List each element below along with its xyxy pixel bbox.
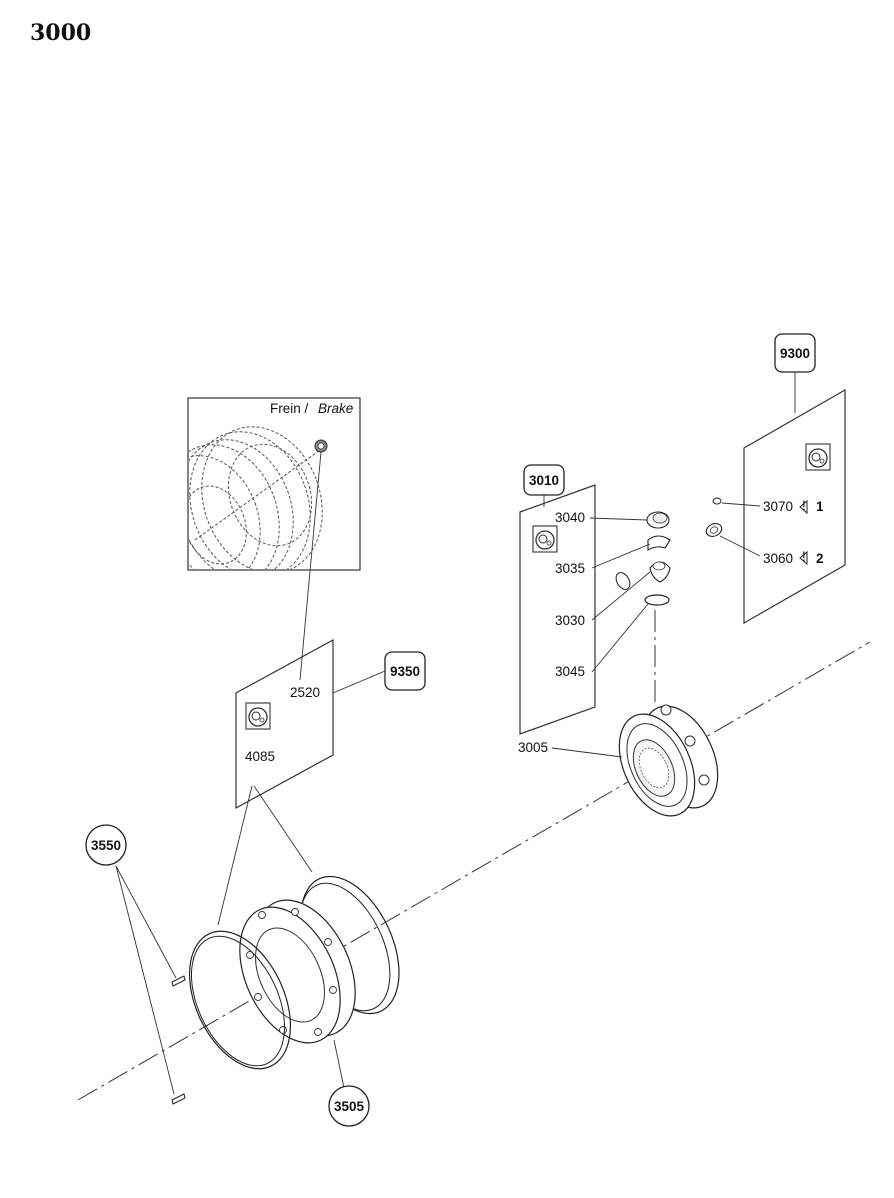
kit-panel-9350 xyxy=(235,638,334,810)
qty-label-3060: 2 xyxy=(816,551,824,566)
part-label-3070: 3070 xyxy=(763,499,793,514)
callout-circle-3505 xyxy=(328,1085,370,1127)
kit-icon xyxy=(245,702,271,730)
screw-graphic xyxy=(171,975,186,1105)
inset-label-frein: Frein / xyxy=(270,401,309,416)
callout-circle-3550 xyxy=(85,824,127,866)
part-label-4085: 4085 xyxy=(245,749,275,764)
part-3505-graphic xyxy=(239,875,400,1044)
svg-text:!: ! xyxy=(802,498,806,513)
part-3045-graphic xyxy=(644,594,670,606)
brake-inset: Frein / Brake xyxy=(187,397,361,571)
part-3005-graphic xyxy=(618,704,719,817)
diamond-quantity-icon: ! xyxy=(799,498,808,515)
callout-box-9350 xyxy=(384,651,426,691)
part-3060-graphic xyxy=(705,523,723,537)
callout-label-3550: 3550 xyxy=(91,838,121,853)
diamond-quantity-icon: ! xyxy=(799,549,808,566)
callout-label-9350: 9350 xyxy=(390,664,420,679)
part-label-3005: 3005 xyxy=(518,740,548,755)
inset-label-brake: Brake xyxy=(318,401,353,416)
part-label-3035: 3035 xyxy=(555,561,585,576)
centerline-axis xyxy=(77,641,871,1101)
part-label-3030: 3030 xyxy=(555,613,585,628)
page-title: 3000 xyxy=(30,20,92,46)
part-3040-graphic xyxy=(646,511,670,529)
part-3035-graphic xyxy=(647,535,671,551)
part-label-2520: 2520 xyxy=(290,685,320,700)
part-label-3060: 3060 xyxy=(763,551,793,566)
part-3030-graphic xyxy=(649,561,671,583)
kit-icon xyxy=(532,525,558,553)
part-label-3040: 3040 xyxy=(555,510,585,525)
callout-label-3505: 3505 xyxy=(334,1099,365,1114)
callout-label-9300: 9300 xyxy=(780,346,810,361)
part-3070-graphic xyxy=(712,497,722,505)
svg-text:!: ! xyxy=(802,549,806,564)
qty-label-3070: 1 xyxy=(816,499,824,514)
part-label-3045: 3045 xyxy=(555,664,585,679)
kit-panel-9300 xyxy=(743,388,846,625)
callout-label-3010: 3010 xyxy=(529,473,559,488)
kit-icon xyxy=(805,443,831,471)
part-3030-side-graphic xyxy=(615,572,631,590)
seal-ring-graphic xyxy=(188,930,292,1070)
